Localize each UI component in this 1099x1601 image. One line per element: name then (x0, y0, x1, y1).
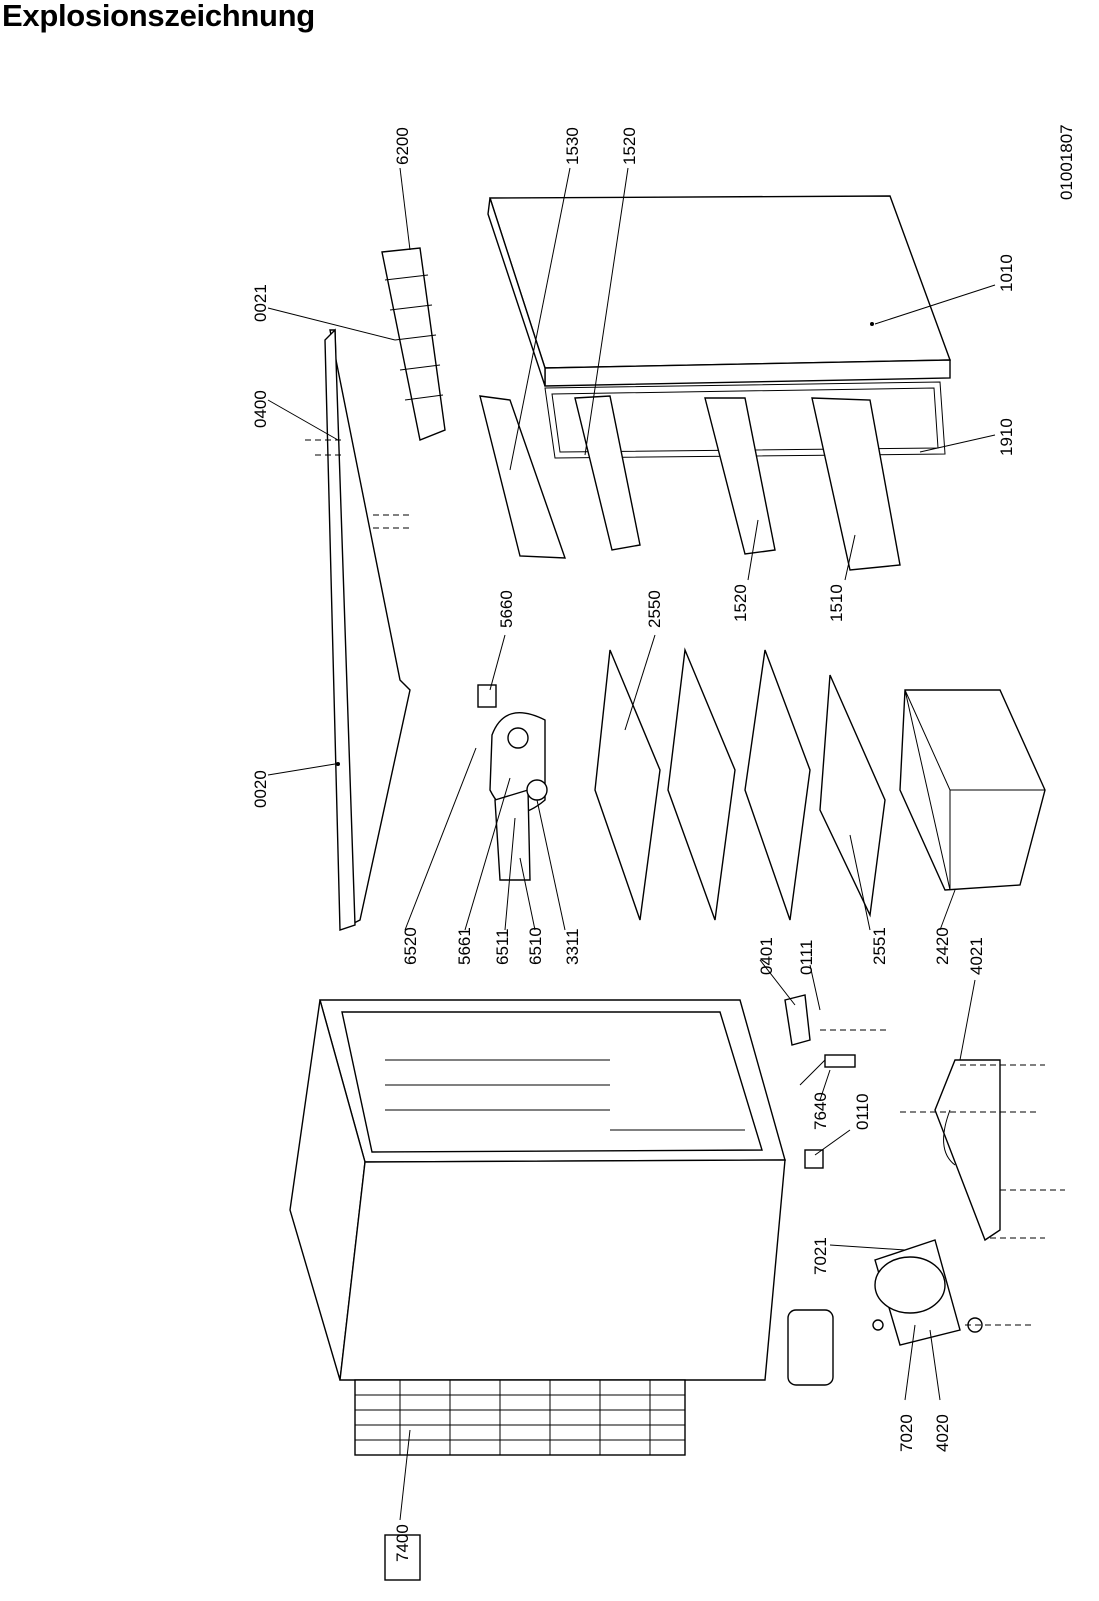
grid-tray-part (381, 247, 446, 441)
callout-7020: 7020 (897, 1414, 916, 1452)
callout-1010: 1010 (997, 254, 1016, 292)
callout-labels: 6200 1530 1520 0021 1010 0400 1910 5660 … (251, 124, 1076, 1562)
shelf-part (594, 647, 886, 921)
callout-1520-top: 1520 (620, 127, 639, 165)
callout-0111: 0111 (797, 940, 816, 975)
drawing-number: 01001807 (1057, 124, 1076, 200)
callout-1510: 1510 (827, 584, 846, 622)
page-title: Explosionszeichnung (2, 0, 315, 33)
base-plate-part (934, 1059, 1001, 1242)
callout-4020: 4020 (933, 1414, 952, 1452)
hinge-part (784, 994, 856, 1169)
callout-0020: 0020 (251, 770, 270, 808)
door-part (487, 195, 951, 387)
drawer-part (899, 689, 1046, 891)
callout-6200: 6200 (393, 127, 412, 165)
condenser-part (354, 1379, 686, 1581)
callout-7021: 7021 (811, 1237, 830, 1275)
callout-2551: 2551 (870, 927, 889, 965)
callout-1910: 1910 (997, 418, 1016, 456)
callout-1530: 1530 (563, 127, 582, 165)
callout-6510: 6510 (526, 927, 545, 965)
callout-3311: 3311 (563, 928, 582, 965)
callout-4021: 4021 (967, 937, 986, 975)
screw-axis-lines (305, 439, 1065, 1326)
callout-6520: 6520 (401, 927, 420, 965)
callout-0400: 0400 (251, 390, 270, 428)
drip-tray-part (787, 1309, 834, 1386)
callout-1520-bottom: 1520 (731, 584, 750, 622)
leader-lines (267, 167, 996, 1521)
callout-0401: 0401 (757, 937, 776, 975)
cabinet-part (289, 999, 786, 1381)
callout-7640: 7640 (811, 1092, 830, 1130)
callout-6511: 6511 (493, 928, 512, 965)
callout-7400: 7400 (393, 1524, 412, 1562)
callout-0021: 0021 (251, 284, 270, 322)
callout-2550: 2550 (645, 590, 664, 628)
callout-2420: 2420 (933, 927, 952, 965)
compressor-part (872, 1239, 983, 1346)
callout-0110: 0110 (853, 1093, 872, 1130)
door-shelf-part (479, 395, 901, 571)
top-cover-part (324, 328, 411, 931)
callout-5661: 5661 (455, 927, 474, 965)
callout-5660: 5660 (497, 590, 516, 628)
thermostat-housing-part (477, 684, 548, 881)
